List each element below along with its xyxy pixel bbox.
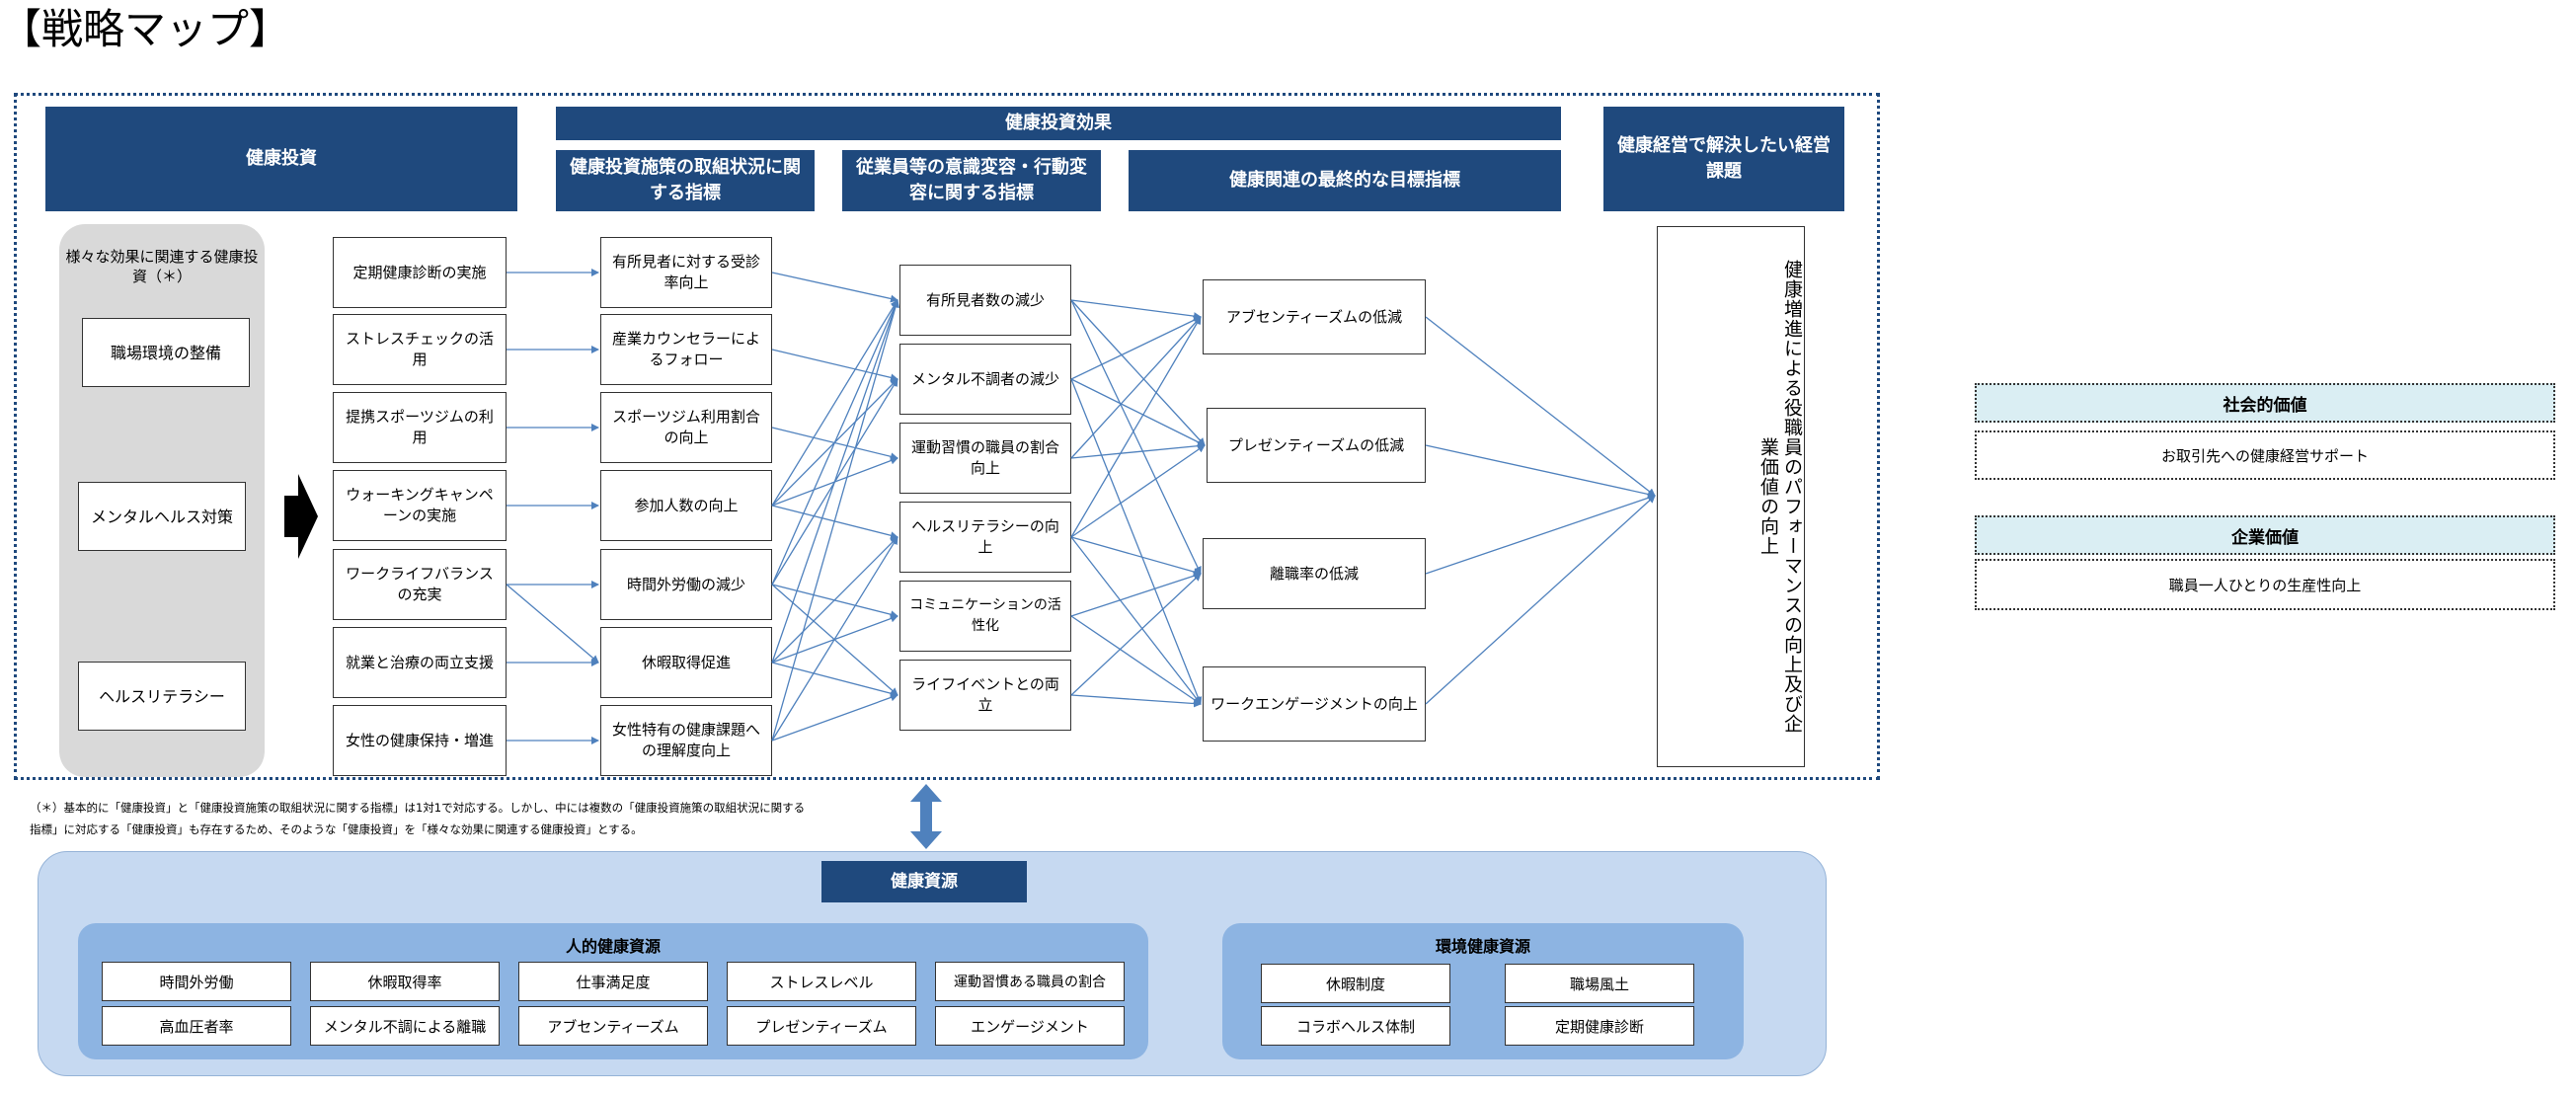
behavior-box: ヘルスリテラシーの向上 <box>899 502 1071 573</box>
social-value-title: 社会的価値 <box>1975 383 2555 423</box>
human-resource-item: 休暇取得率 <box>310 962 500 1001</box>
header-effect: 健康投資効果 <box>556 107 1561 140</box>
env-resource-item: 休暇制度 <box>1261 964 1450 1003</box>
behavior-box: 有所見者数の減少 <box>899 265 1071 336</box>
investment-box: ワークライフバランスの充実 <box>333 549 507 620</box>
human-resource-item: プレゼンティーズム <box>727 1006 916 1046</box>
health-resources-title: 健康資源 <box>821 861 1027 902</box>
block-arrow-icon <box>284 474 318 559</box>
human-resource-item: ストレスレベル <box>727 962 916 1001</box>
human-resource-item: アブセンティーズム <box>518 1006 708 1046</box>
footnote-line: （＊）基本的に「健康投資」と「健康投資施策の取組状況に関する指標」は1対1で対応… <box>30 801 806 815</box>
indicator-box: 有所見者に対する受診率向上 <box>600 237 772 308</box>
investment-box: 就業と治療の両立支援 <box>333 627 507 698</box>
header-effect-indicator: 健康投資施策の取組状況に関する指標 <box>556 150 815 211</box>
human-resource-item: 運動習慣ある職員の割合 <box>935 962 1125 1001</box>
footnote: （＊）基本的に「健康投資」と「健康投資施策の取組状況に関する指標」は1対1で対応… <box>30 797 805 840</box>
investment-box: 定期健康診断の実施 <box>333 237 507 308</box>
investment-box: 提携スポーツジムの利用 <box>333 392 507 463</box>
behavior-box: ライフイベントとの両立 <box>899 660 1071 731</box>
header-effect-behavior: 従業員等の意識変容・行動変容に関する指標 <box>842 150 1101 211</box>
env-resource-item: 職場風土 <box>1505 964 1694 1003</box>
behavior-box: コミュニケーションの活性化 <box>899 581 1071 652</box>
header-effect-goal: 健康関連の最終的な目標指標 <box>1129 150 1561 211</box>
env-resource-item: 定期健康診断 <box>1505 1006 1694 1046</box>
strategy-map-frame <box>14 93 1880 780</box>
goal-box: ワークエンゲージメントの向上 <box>1203 666 1426 742</box>
footnote-line: 指標」に対応する「健康投資」も存在するため、そのような「健康投資」を「様々な効果… <box>30 822 643 836</box>
investment-box: ウォーキングキャンペーンの実施 <box>333 470 507 541</box>
corporate-value-text: 職員一人ひとりの生産性向上 <box>1975 559 2555 610</box>
indicator-box: 産業カウンセラーによるフォロー <box>600 314 772 385</box>
goal-box: 離職率の低減 <box>1203 538 1426 609</box>
behavior-box: メンタル不調者の減少 <box>899 344 1071 415</box>
multi-effect-item: ヘルスリテラシー <box>78 662 246 731</box>
indicator-box: スポーツジム利用割合の向上 <box>600 392 772 463</box>
corporate-value-title: 企業価値 <box>1975 515 2555 555</box>
investment-box: 女性の健康保持・増進 <box>333 705 507 776</box>
investment-box: ストレスチェックの活用 <box>333 314 507 385</box>
double-arrow-icon <box>910 784 942 849</box>
indicator-box: 休暇取得促進 <box>600 627 772 698</box>
human-resources-title: 人的健康資源 <box>565 937 661 956</box>
multi-effect-group-label: 様々な効果に関連する健康投資（＊） <box>65 248 259 285</box>
header-issue: 健康経営で解決したい経営課題 <box>1603 107 1844 211</box>
header-investment: 健康投資 <box>45 107 517 211</box>
human-resource-item: 時間外労働 <box>102 962 291 1001</box>
human-resource-item: 仕事満足度 <box>518 962 708 1001</box>
multi-effect-item: メンタルヘルス対策 <box>78 482 246 551</box>
behavior-box: 運動習慣の職員の割合向上 <box>899 423 1071 494</box>
social-value-text: お取引先への健康経営サポート <box>1975 430 2555 480</box>
multi-effect-item: 職場環境の整備 <box>82 318 250 387</box>
issue-box: 健康増進による役職員のパフォーマンスの向上及び企業価値の向上 <box>1657 226 1805 767</box>
goal-box: プレゼンティーズムの低減 <box>1207 408 1426 483</box>
indicator-box: 女性特有の健康課題への理解度向上 <box>600 705 772 776</box>
human-resource-item: エンゲージメント <box>935 1006 1125 1046</box>
goal-box: アブセンティーズムの低減 <box>1203 279 1426 354</box>
indicator-box: 参加人数の向上 <box>600 470 772 541</box>
env-resources-title: 環境健康資源 <box>1435 937 1530 956</box>
human-resource-item: メンタル不調による離職 <box>310 1006 500 1046</box>
indicator-box: 時間外労働の減少 <box>600 549 772 620</box>
env-resource-item: コラボヘルス体制 <box>1261 1006 1450 1046</box>
page-title: 【戦略マップ】 <box>0 5 291 53</box>
human-resource-item: 高血圧者率 <box>102 1006 291 1046</box>
